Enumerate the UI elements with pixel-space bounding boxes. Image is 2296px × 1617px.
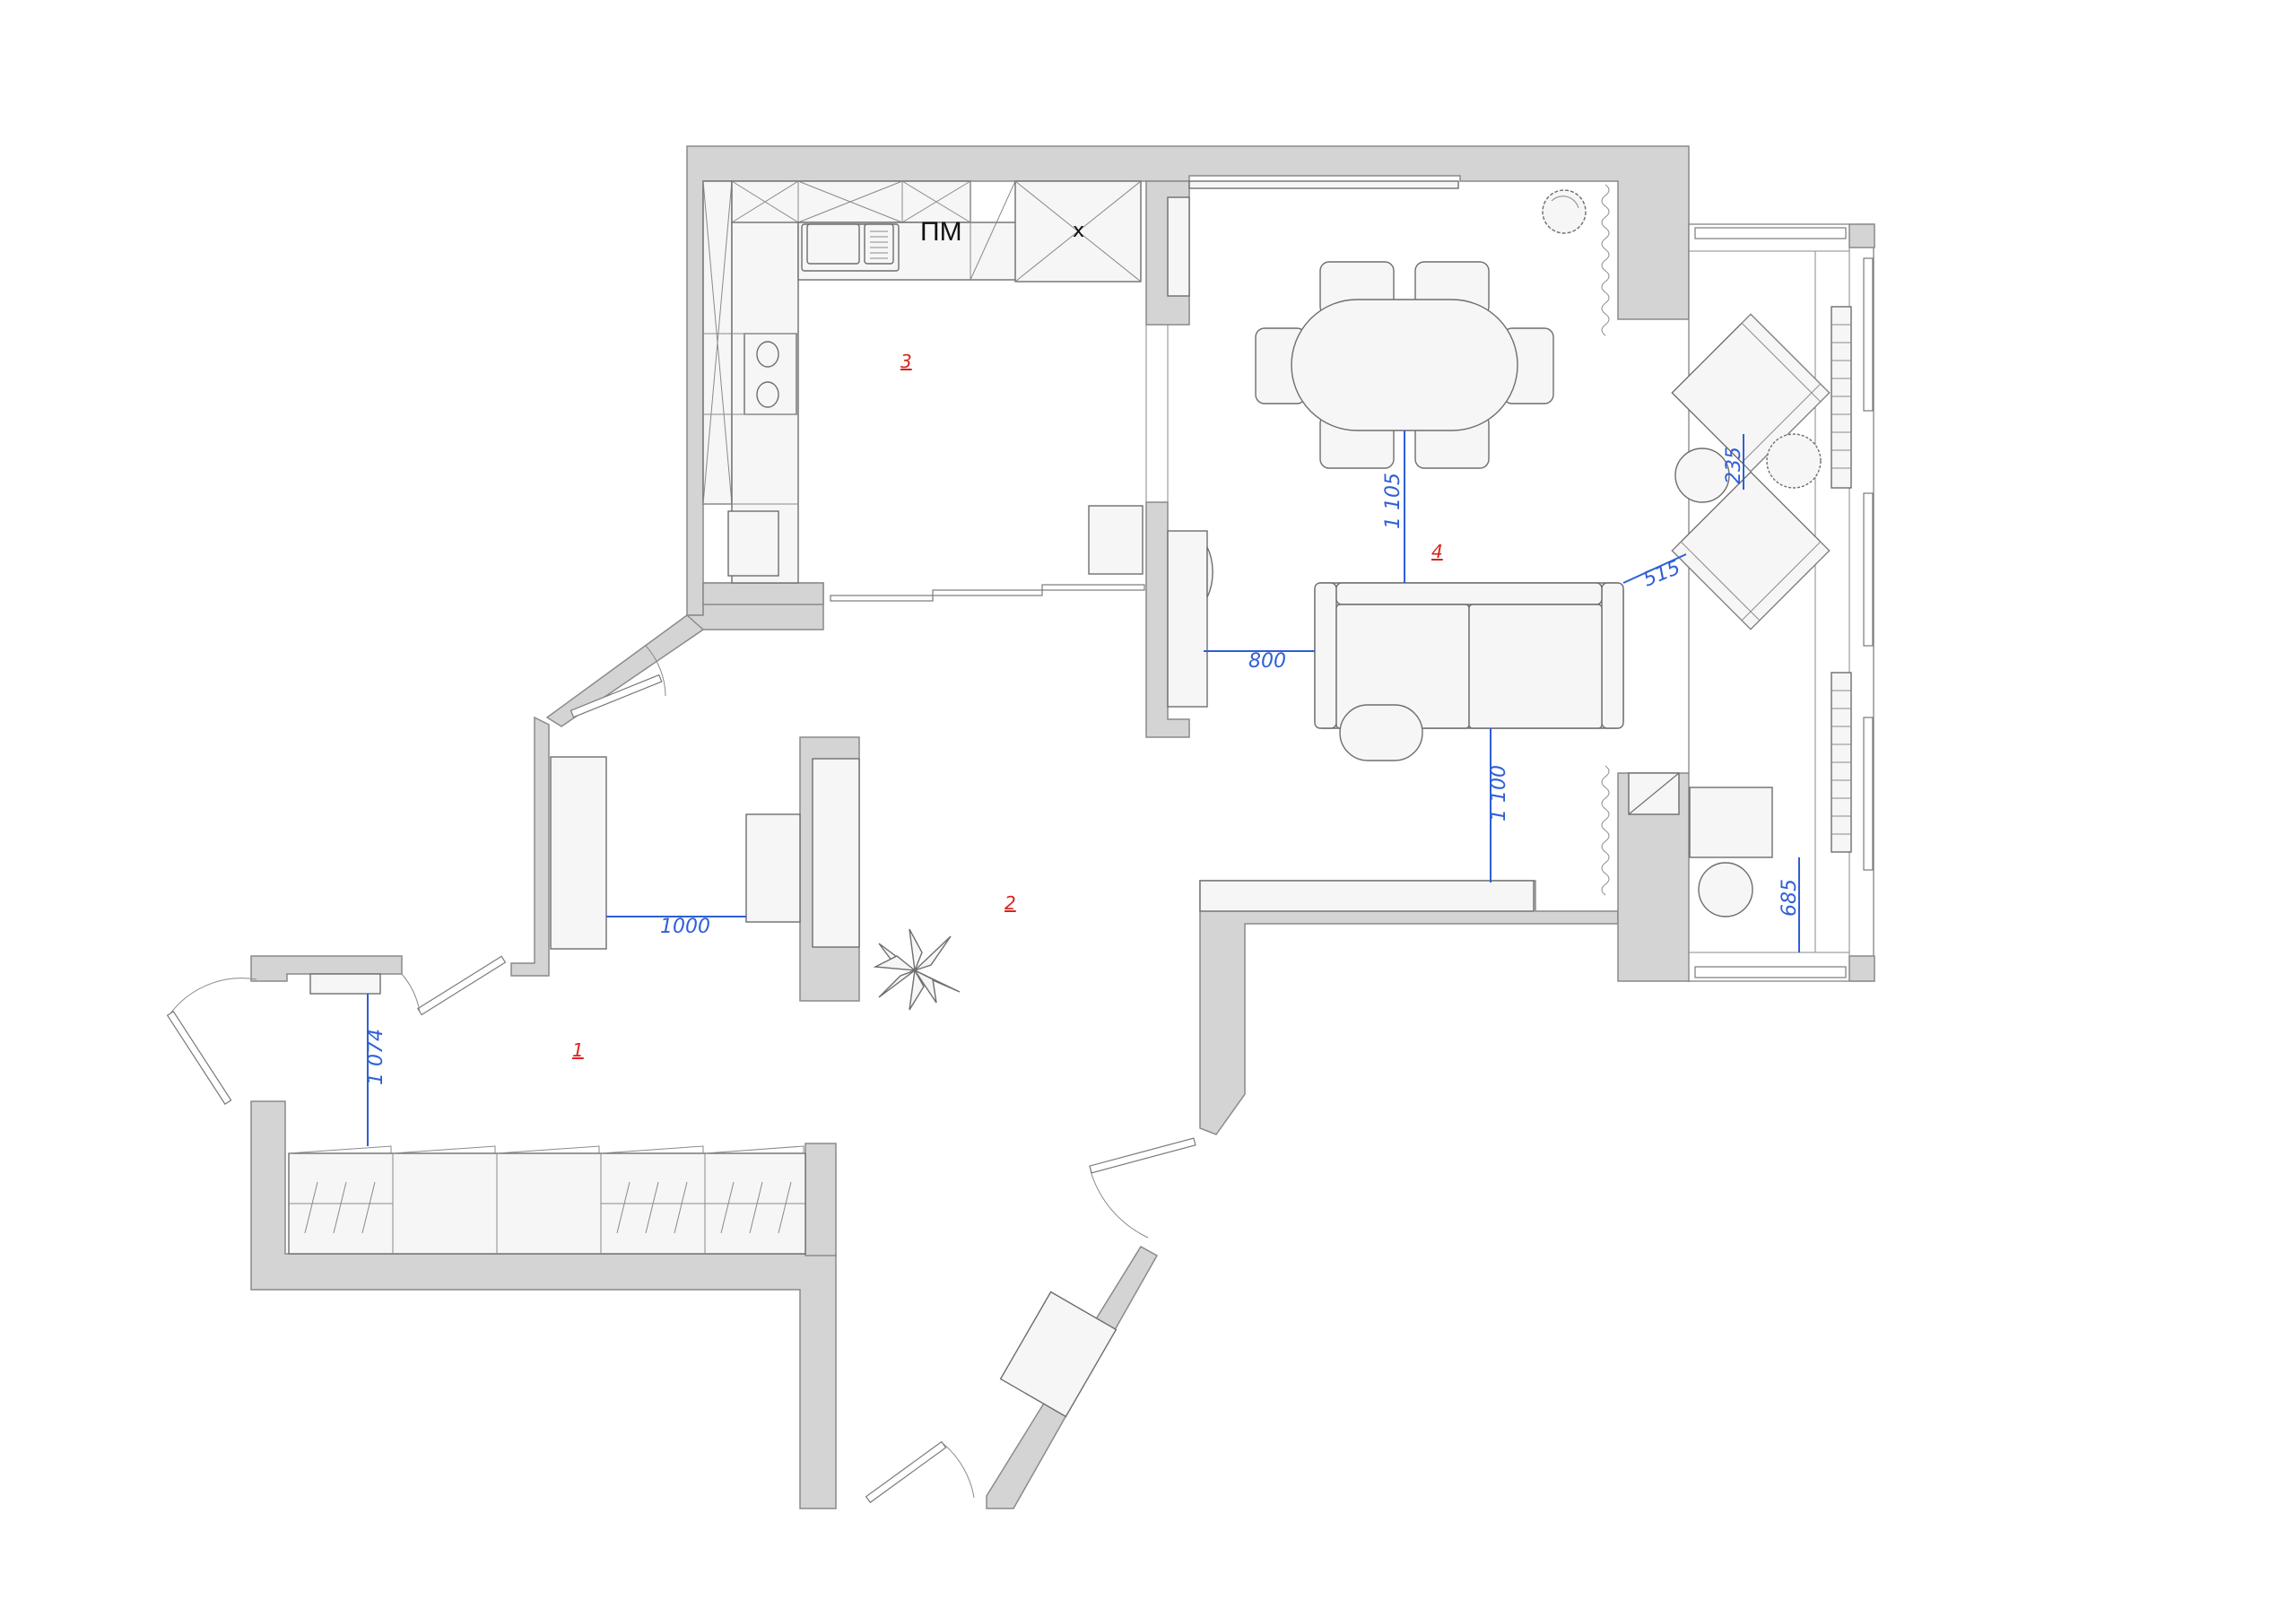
room-number-4: 4 [1431, 541, 1443, 562]
room-number-1: 1 [572, 1039, 584, 1061]
armchair-bottom [1671, 471, 1831, 630]
kitchen-cabinet-right [1088, 505, 1144, 575]
island-cabinet [812, 758, 860, 948]
armchair-top [1671, 313, 1831, 473]
fridge-mark: x [1073, 220, 1084, 242]
hall-console [745, 813, 801, 923]
dim-1105: 1 105 [1382, 473, 1405, 529]
balcony-corner-bottom [1848, 955, 1875, 982]
dim-685: 685 [1779, 879, 1801, 917]
hall-wardrobe-left [550, 756, 607, 950]
wall-bottom-left [250, 1100, 837, 1509]
kitchen-oven [727, 510, 779, 577]
window-balcony-bottom [1694, 966, 1847, 978]
hall-bench [999, 1291, 1118, 1418]
dim-235: 235 [1723, 447, 1745, 484]
radiator-bottom [1831, 672, 1852, 853]
partition-cabinet [1167, 196, 1190, 297]
wall-diagonal-upper-left [545, 614, 705, 727]
uc-x [901, 180, 971, 223]
sofa [1314, 582, 1624, 729]
tv-console [1167, 530, 1208, 708]
wall-entrance-top [250, 955, 403, 982]
wall-center-right [1199, 880, 1619, 1135]
cabinet-sideboard [1199, 880, 1535, 912]
niche-diagonal [1628, 772, 1680, 815]
window-balcony-side-1 [1863, 257, 1874, 412]
uc-x [731, 180, 799, 223]
door-hall-left[interactable] [401, 955, 507, 1016]
dim-800: 800 [1248, 650, 1286, 673]
cab-door [970, 180, 1016, 281]
door-bottom-right[interactable] [1089, 1137, 1196, 1239]
walls [250, 145, 1691, 1509]
room-number-3: 3 [900, 351, 912, 372]
sink-icon [801, 223, 900, 272]
uc-x [797, 180, 903, 223]
balcony [1688, 223, 1875, 982]
dining-table [1291, 299, 1518, 431]
door-bottom-left[interactable] [865, 1440, 975, 1504]
dim-1000: 1000 [660, 916, 710, 938]
ottoman [1339, 704, 1423, 761]
cab-x2 [702, 180, 733, 505]
curtain-bottom [1601, 765, 1610, 896]
room-number-2: 2 [1004, 892, 1016, 914]
stove-icon [744, 333, 797, 415]
tv-swivel [1206, 546, 1213, 598]
window-balcony-top [1694, 227, 1847, 239]
plant-icon-hall [873, 928, 961, 1011]
door-entrance-left[interactable] [166, 978, 257, 1105]
wall-kitchen-corner [702, 582, 824, 605]
wall-wardrobe-right [804, 1143, 837, 1256]
dining-set [1255, 261, 1554, 469]
dim-1074: 1 074 [365, 1029, 387, 1085]
dim-line-515 [1622, 553, 1687, 584]
entrance-shelf [309, 973, 381, 995]
fridge-x [1014, 180, 1142, 283]
plant-icon-corner [1542, 189, 1587, 234]
balcony-desk [1689, 787, 1773, 858]
living-room: 4 [1167, 180, 1831, 896]
window-balcony-side-3 [1863, 717, 1874, 871]
kitchen: ПМ x 3 [702, 180, 1145, 602]
plant-icon-balcony [1766, 433, 1822, 489]
built-in-wardrobe [288, 1145, 806, 1255]
dim-515: 515 [1640, 557, 1683, 592]
dishwasher-label: ПМ [920, 217, 962, 247]
wall-left-vertical [510, 716, 550, 977]
balcony-round-stool [1698, 862, 1753, 917]
dim-1100: 1 100 [1488, 765, 1510, 822]
balcony-corner-top [1848, 223, 1875, 248]
hall: 1 2 [166, 645, 1196, 1504]
door-diagonal-top[interactable] [570, 645, 666, 718]
wall-shelf-top [1188, 180, 1459, 189]
partition-gap-line [1145, 324, 1169, 503]
side-table [1674, 448, 1730, 503]
sliding-door-kitchen [830, 584, 1145, 602]
dimensions: 1 105 800 515 235 1 100 685 1000 1 074 [365, 430, 1801, 1146]
curtain-top [1601, 184, 1610, 336]
window-balcony-side-2 [1863, 492, 1874, 647]
radiator-top [1831, 306, 1852, 489]
